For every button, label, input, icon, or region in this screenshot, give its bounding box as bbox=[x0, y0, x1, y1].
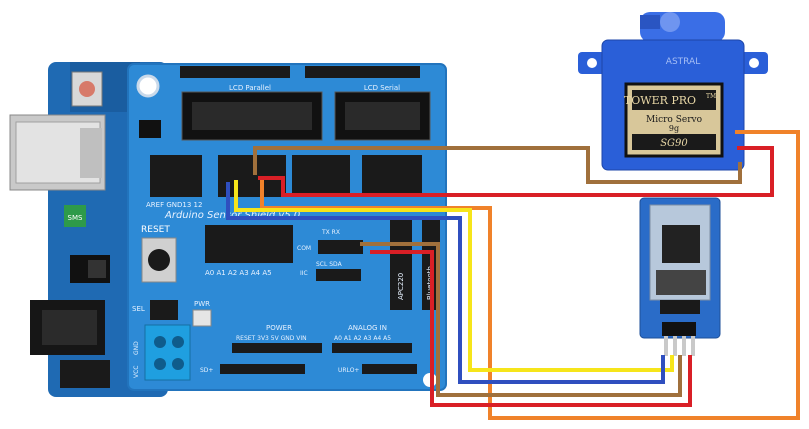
sd-header bbox=[220, 364, 305, 374]
com-label: COM bbox=[297, 245, 311, 252]
com-header bbox=[318, 240, 363, 254]
lcd-serial-connector: LCD Serial bbox=[334, 84, 431, 141]
wire-yellow bbox=[234, 180, 674, 372]
sd-label: SD+ bbox=[200, 367, 213, 374]
urlo-label: URLO+ bbox=[338, 367, 359, 374]
wire-servo-brown bbox=[253, 146, 742, 184]
bluetooth-module bbox=[639, 197, 721, 356]
reset-label: RESET bbox=[141, 225, 170, 235]
power-header bbox=[232, 343, 322, 353]
top-header-right bbox=[305, 66, 420, 78]
sensor-shield: LCD Parallel LCD Serial AREF GND13 12 Ar… bbox=[127, 63, 447, 391]
top-header-left bbox=[180, 66, 290, 78]
wire-bluetooth-brown bbox=[360, 242, 682, 397]
vcc-label: VCC bbox=[133, 366, 140, 378]
servo-weight: 9g bbox=[669, 124, 679, 133]
usb-port bbox=[9, 114, 106, 191]
wire-bluetooth-red bbox=[370, 250, 692, 407]
wires bbox=[226, 130, 800, 420]
dc-power-jack bbox=[30, 300, 105, 355]
wire-blue bbox=[226, 182, 665, 384]
pwr-label: PWR bbox=[194, 300, 210, 308]
sms-label: SMS bbox=[68, 214, 83, 222]
servo-mark: ASTRAL bbox=[666, 57, 700, 67]
analog-in-header bbox=[332, 343, 412, 353]
aref-label: AREF GND13 12 bbox=[146, 201, 202, 209]
tx-rx-label: TX RX bbox=[321, 229, 340, 236]
power-pins-label: RESET 3V3 5V GND VIN bbox=[236, 335, 307, 342]
digital-pin-headers bbox=[150, 155, 422, 197]
analog-in-pins-label: A0 A1 A2 A3 A4 A5 bbox=[334, 335, 391, 342]
shield-reset-button: RESET bbox=[141, 225, 177, 283]
servo-label: TOWER PRO TM Micro Servo 9g SG90 bbox=[624, 82, 724, 158]
servo-model-line: Micro Servo bbox=[646, 115, 702, 125]
sel-jumper bbox=[150, 300, 178, 320]
lcd-serial-label: LCD Serial bbox=[364, 84, 400, 92]
power-header-label: POWER bbox=[266, 324, 292, 332]
lcd-parallel-label: LCD Parallel bbox=[229, 84, 271, 92]
wire-servo-red bbox=[258, 146, 774, 197]
crystal-component bbox=[64, 205, 86, 227]
urlo-header bbox=[362, 364, 417, 374]
analog-pin-header bbox=[205, 225, 293, 263]
iic-label: IIC bbox=[300, 270, 308, 277]
power-terminal-block bbox=[144, 324, 191, 381]
iic-header bbox=[316, 269, 361, 281]
analog-top-labels: A0 A1 A2 A3 A4 A5 bbox=[205, 269, 272, 277]
analog-in-header-label: ANALOG IN bbox=[348, 324, 387, 332]
gnd-label: GND bbox=[133, 341, 140, 355]
servo-tm: TM bbox=[706, 93, 716, 100]
servo-brand: TOWER PRO bbox=[624, 94, 696, 107]
sel-label: SEL bbox=[132, 305, 145, 313]
bluetooth-chip bbox=[662, 225, 700, 263]
sg90-servo: ASTRAL TOWER PRO TM Micro Servo 9g SG90 bbox=[578, 12, 768, 171]
pwr-led bbox=[192, 309, 212, 327]
apc220-label: APC220 bbox=[397, 273, 405, 300]
shield-title: Arduino Sensor Shield v5.0 bbox=[164, 210, 300, 221]
scl-sda-label: SCL SDA bbox=[316, 261, 343, 268]
lcd-parallel-connector: LCD Parallel bbox=[181, 84, 323, 141]
servo-model: SG90 bbox=[660, 138, 688, 149]
